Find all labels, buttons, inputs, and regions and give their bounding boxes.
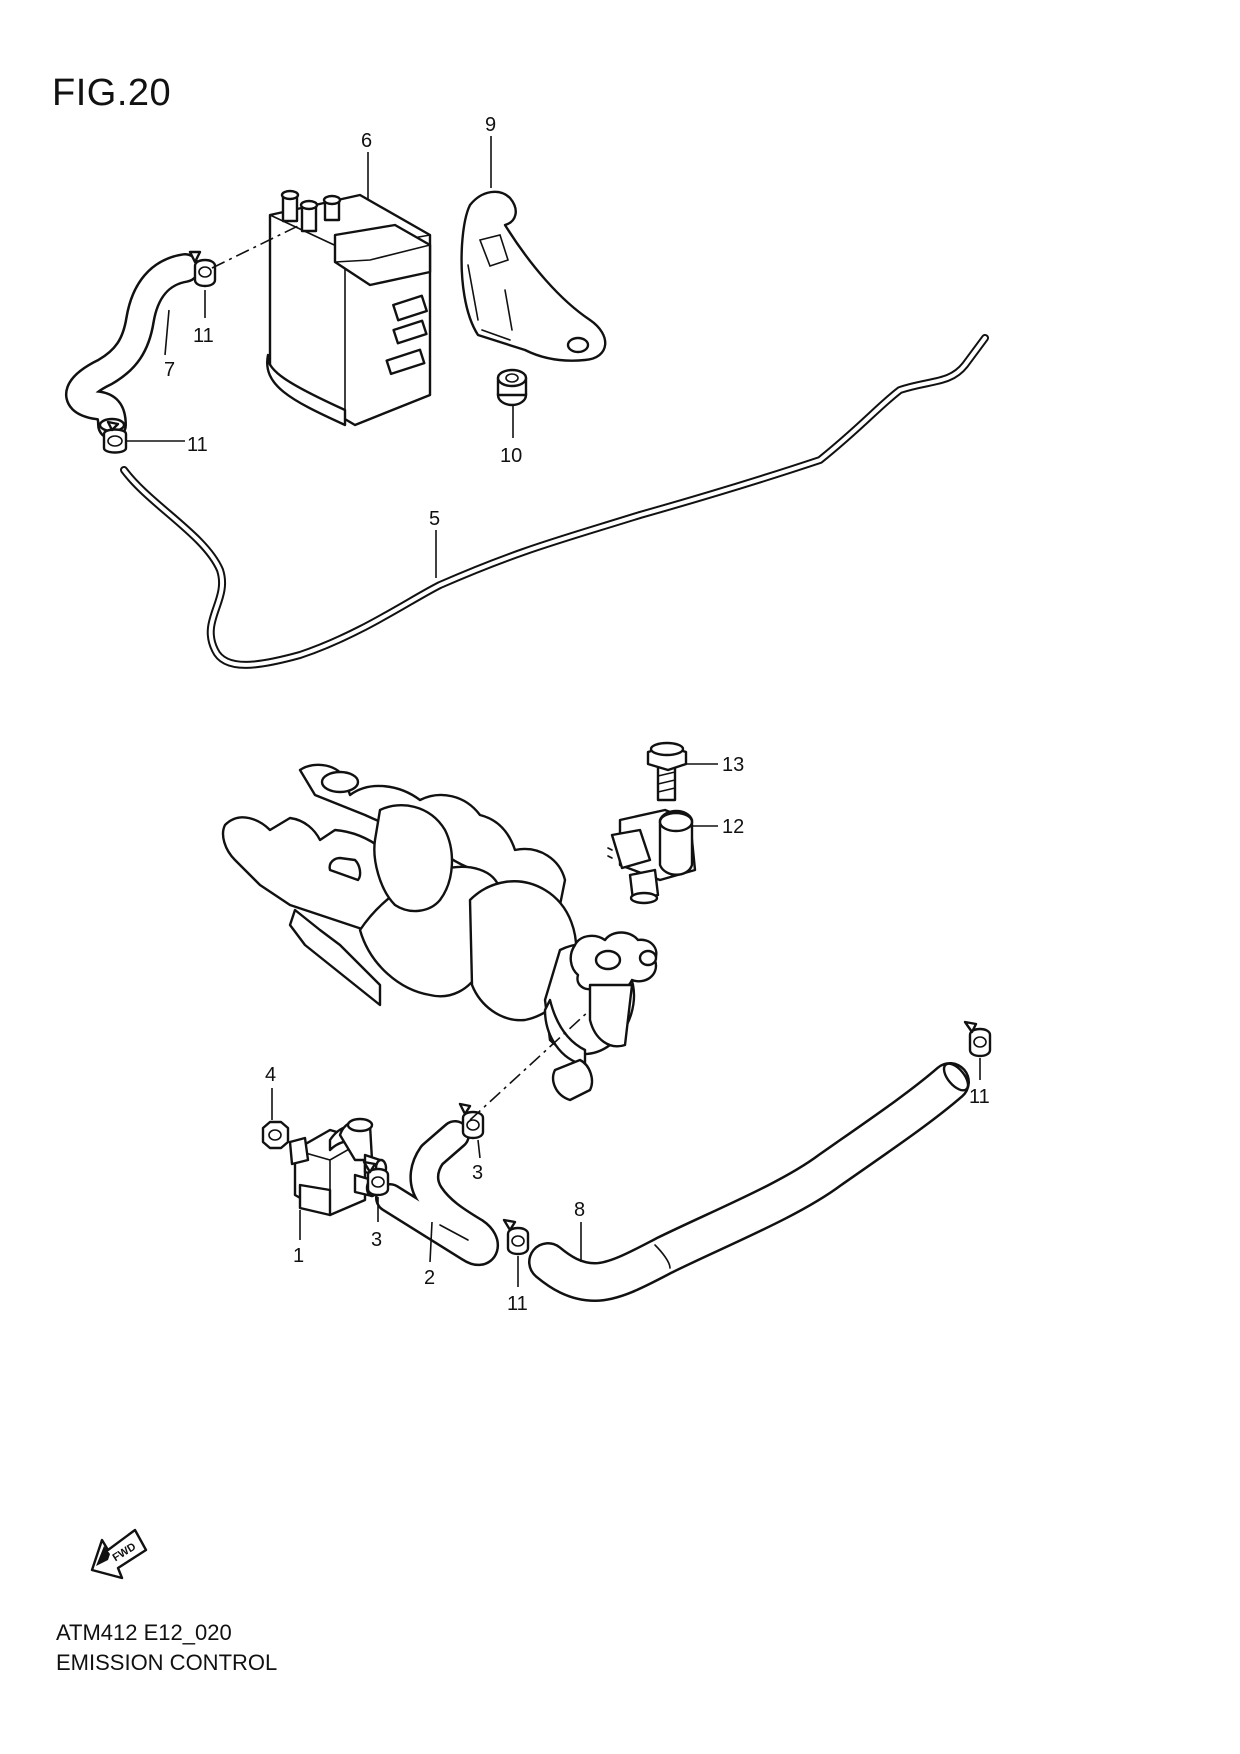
callout-11-b: 11 bbox=[187, 434, 208, 456]
figure-title: FIG.20 bbox=[52, 72, 172, 114]
forward-direction-arrow: FWD bbox=[90, 1528, 148, 1580]
map-sensor[interactable] bbox=[607, 808, 697, 905]
alignment-line bbox=[469, 1009, 591, 1121]
figure-name: EMISSION CONTROL bbox=[56, 1650, 278, 1675]
canister-hose[interactable] bbox=[65, 253, 200, 440]
clamp[interactable] bbox=[188, 250, 217, 288]
vacuum-hose[interactable] bbox=[375, 1120, 499, 1266]
callout-9: 9 bbox=[485, 114, 496, 136]
vapor-line[interactable] bbox=[120, 334, 989, 669]
callout-12: 12 bbox=[722, 816, 744, 838]
callout-3-a: 3 bbox=[472, 1162, 483, 1184]
callout-7: 7 bbox=[164, 359, 175, 381]
callout-3-b: 3 bbox=[371, 1229, 382, 1251]
clamp[interactable] bbox=[362, 1160, 390, 1197]
bolt[interactable] bbox=[646, 741, 688, 802]
intake-manifold bbox=[221, 763, 658, 1102]
evap-canister[interactable] bbox=[266, 189, 432, 427]
clamp[interactable] bbox=[458, 1102, 485, 1140]
figure-code: ATM412 E12_020 bbox=[56, 1620, 232, 1645]
canister-bracket[interactable] bbox=[460, 190, 607, 362]
callout-10: 10 bbox=[500, 445, 522, 467]
leader-lines bbox=[126, 136, 981, 1287]
callout-4: 4 bbox=[265, 1064, 276, 1086]
grommet[interactable] bbox=[496, 368, 528, 407]
callout-11-d: 11 bbox=[969, 1086, 990, 1108]
clamp[interactable] bbox=[963, 1020, 992, 1058]
nut[interactable] bbox=[261, 1120, 290, 1150]
callout-2: 2 bbox=[424, 1267, 435, 1289]
callout-11-c: 11 bbox=[507, 1293, 528, 1315]
callout-13: 13 bbox=[722, 754, 744, 776]
callout-5: 5 bbox=[429, 508, 440, 530]
clamp[interactable] bbox=[102, 420, 128, 454]
alignment-line bbox=[211, 224, 301, 269]
callout-6: 6 bbox=[361, 130, 372, 152]
callout-11-a: 11 bbox=[193, 325, 214, 347]
large-hose[interactable] bbox=[528, 1060, 972, 1302]
callout-1: 1 bbox=[293, 1245, 304, 1267]
clamp[interactable] bbox=[502, 1218, 530, 1256]
callout-8: 8 bbox=[574, 1199, 585, 1221]
